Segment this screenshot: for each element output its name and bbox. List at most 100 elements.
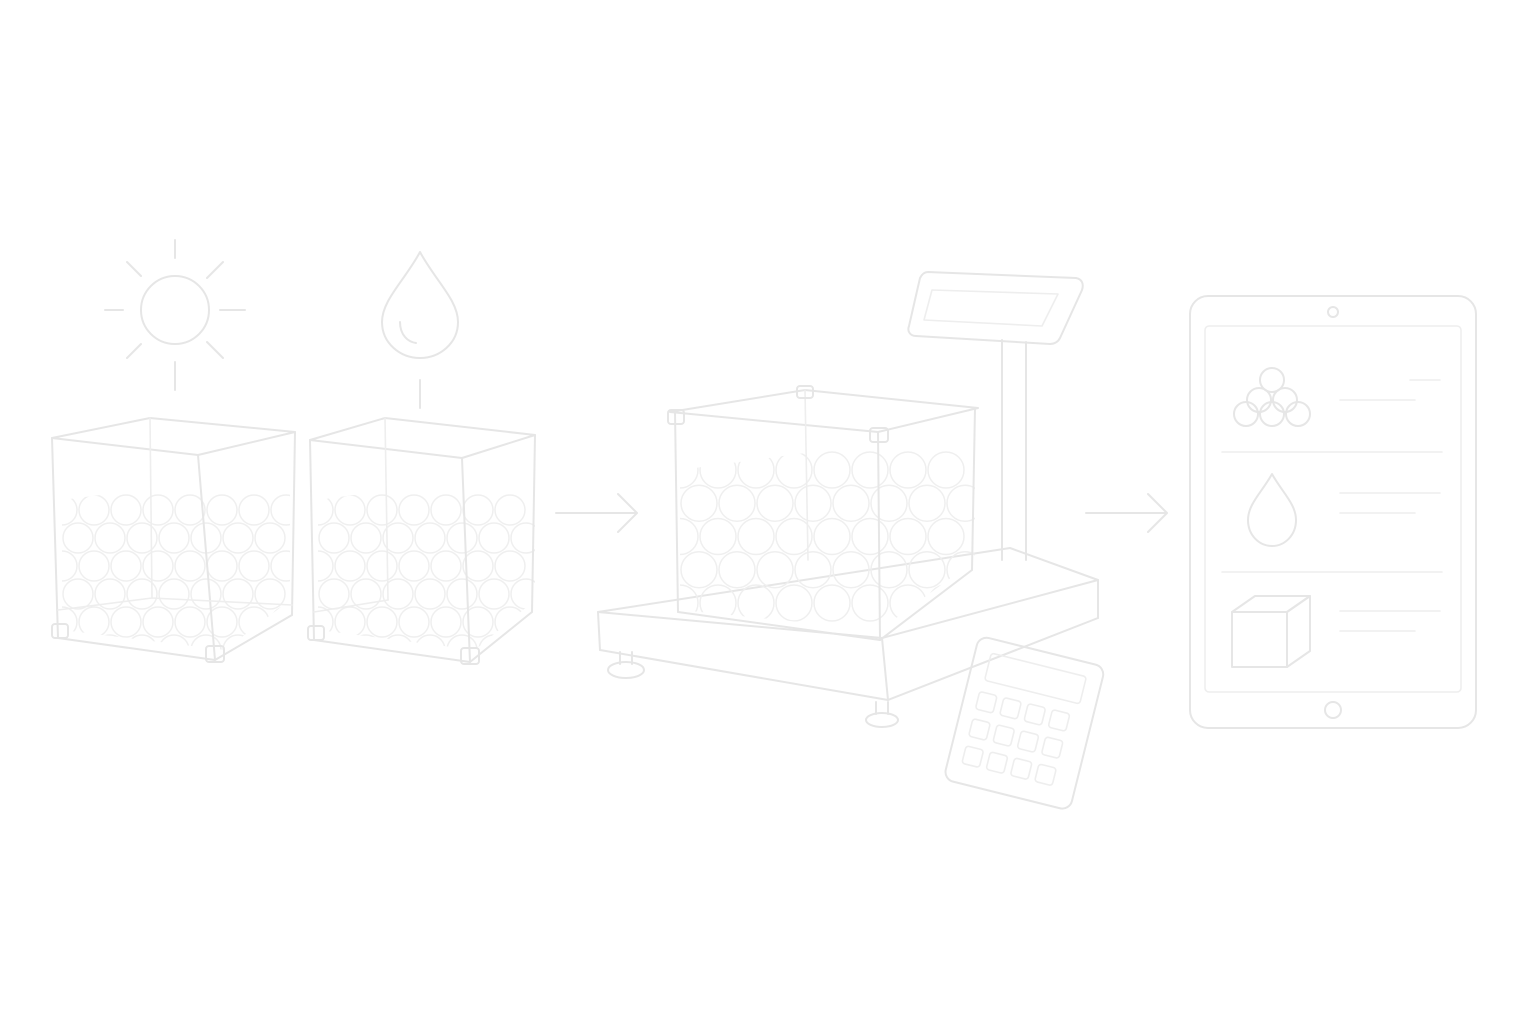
arrow-right-icon	[1085, 493, 1168, 533]
pellet	[510, 634, 535, 650]
pellet	[62, 606, 78, 638]
calculator-key	[1016, 730, 1040, 753]
pellet	[222, 522, 254, 554]
mesh-crate-icon	[307, 417, 536, 665]
pellet	[62, 578, 94, 610]
pellet	[350, 522, 382, 554]
pellet	[775, 584, 813, 622]
pellet	[126, 578, 158, 610]
pellet	[494, 550, 526, 582]
pellet	[680, 551, 718, 589]
pellet	[699, 451, 737, 489]
pellet	[737, 451, 775, 489]
pellet	[680, 517, 699, 556]
pellet	[222, 634, 254, 650]
pellet	[110, 494, 142, 526]
pellet	[398, 494, 430, 526]
pellet	[680, 451, 699, 489]
pellet	[775, 517, 813, 556]
water-drop-icon	[381, 251, 459, 409]
pellet	[870, 551, 908, 589]
pellet	[270, 550, 290, 582]
pellet	[462, 606, 494, 638]
pellet	[174, 606, 206, 638]
pellet	[254, 634, 286, 650]
calculator-key	[1047, 709, 1071, 732]
pellet	[889, 517, 927, 556]
pellet	[946, 551, 975, 589]
calculator-key	[961, 745, 984, 768]
pellet	[737, 517, 775, 556]
tablet-icon	[1189, 295, 1477, 729]
pellet	[494, 494, 526, 526]
arrow-right-icon	[555, 493, 638, 533]
pellet	[142, 550, 174, 582]
pellet	[478, 522, 510, 554]
pellet	[446, 522, 478, 554]
pellet	[737, 584, 775, 622]
calculator-key	[975, 691, 998, 714]
pellet	[510, 578, 535, 610]
calculator-key	[1034, 763, 1057, 786]
pellet	[832, 484, 870, 522]
pellet	[190, 578, 222, 610]
pellet	[174, 494, 206, 526]
pellet	[158, 578, 190, 610]
pellet	[62, 522, 94, 554]
calculator-key	[968, 718, 991, 741]
pellet	[908, 551, 946, 589]
pellet	[206, 606, 238, 638]
pellet	[94, 522, 126, 554]
pellet	[851, 451, 889, 489]
pellet	[142, 606, 174, 638]
pellet	[126, 522, 158, 554]
pellet	[414, 522, 446, 554]
calculator-key	[1010, 757, 1033, 780]
pellet	[254, 578, 286, 610]
pellet	[78, 606, 110, 638]
pellet	[142, 494, 174, 526]
spheres-icon	[1233, 367, 1311, 427]
pellet	[366, 606, 398, 638]
pellet	[158, 522, 190, 554]
pellet	[78, 550, 110, 582]
pellet	[318, 550, 334, 582]
pellet	[832, 551, 870, 589]
pellet	[462, 550, 494, 582]
pellet	[756, 551, 794, 589]
water-drop-icon	[1247, 473, 1297, 547]
pellet	[927, 517, 965, 556]
pellet	[946, 484, 975, 522]
pellet	[414, 578, 446, 610]
pellet	[718, 484, 756, 522]
pellet	[908, 484, 946, 522]
pellet	[851, 584, 889, 622]
pellet	[318, 494, 334, 526]
pellet	[680, 484, 718, 522]
pellet	[414, 634, 446, 650]
pellet	[78, 494, 110, 526]
pellet	[366, 550, 398, 582]
pellet	[350, 578, 382, 610]
weighing-scale-icon	[597, 271, 1099, 728]
pellet	[927, 451, 965, 489]
calculator-key	[1023, 703, 1046, 726]
pellet	[94, 634, 126, 650]
pellet	[206, 550, 238, 582]
calculator-key	[992, 724, 1015, 747]
pellet	[446, 578, 478, 610]
pellet	[430, 494, 462, 526]
pellet	[398, 606, 430, 638]
pellet	[718, 551, 756, 589]
pellet	[794, 484, 832, 522]
pellet	[813, 517, 851, 556]
pellet	[366, 494, 398, 526]
mesh-crate-icon	[51, 417, 296, 663]
calculator-icon	[944, 636, 1105, 810]
cube-icon	[1231, 595, 1311, 668]
pellet	[190, 634, 222, 650]
pellet	[110, 606, 142, 638]
pellet	[870, 484, 908, 522]
